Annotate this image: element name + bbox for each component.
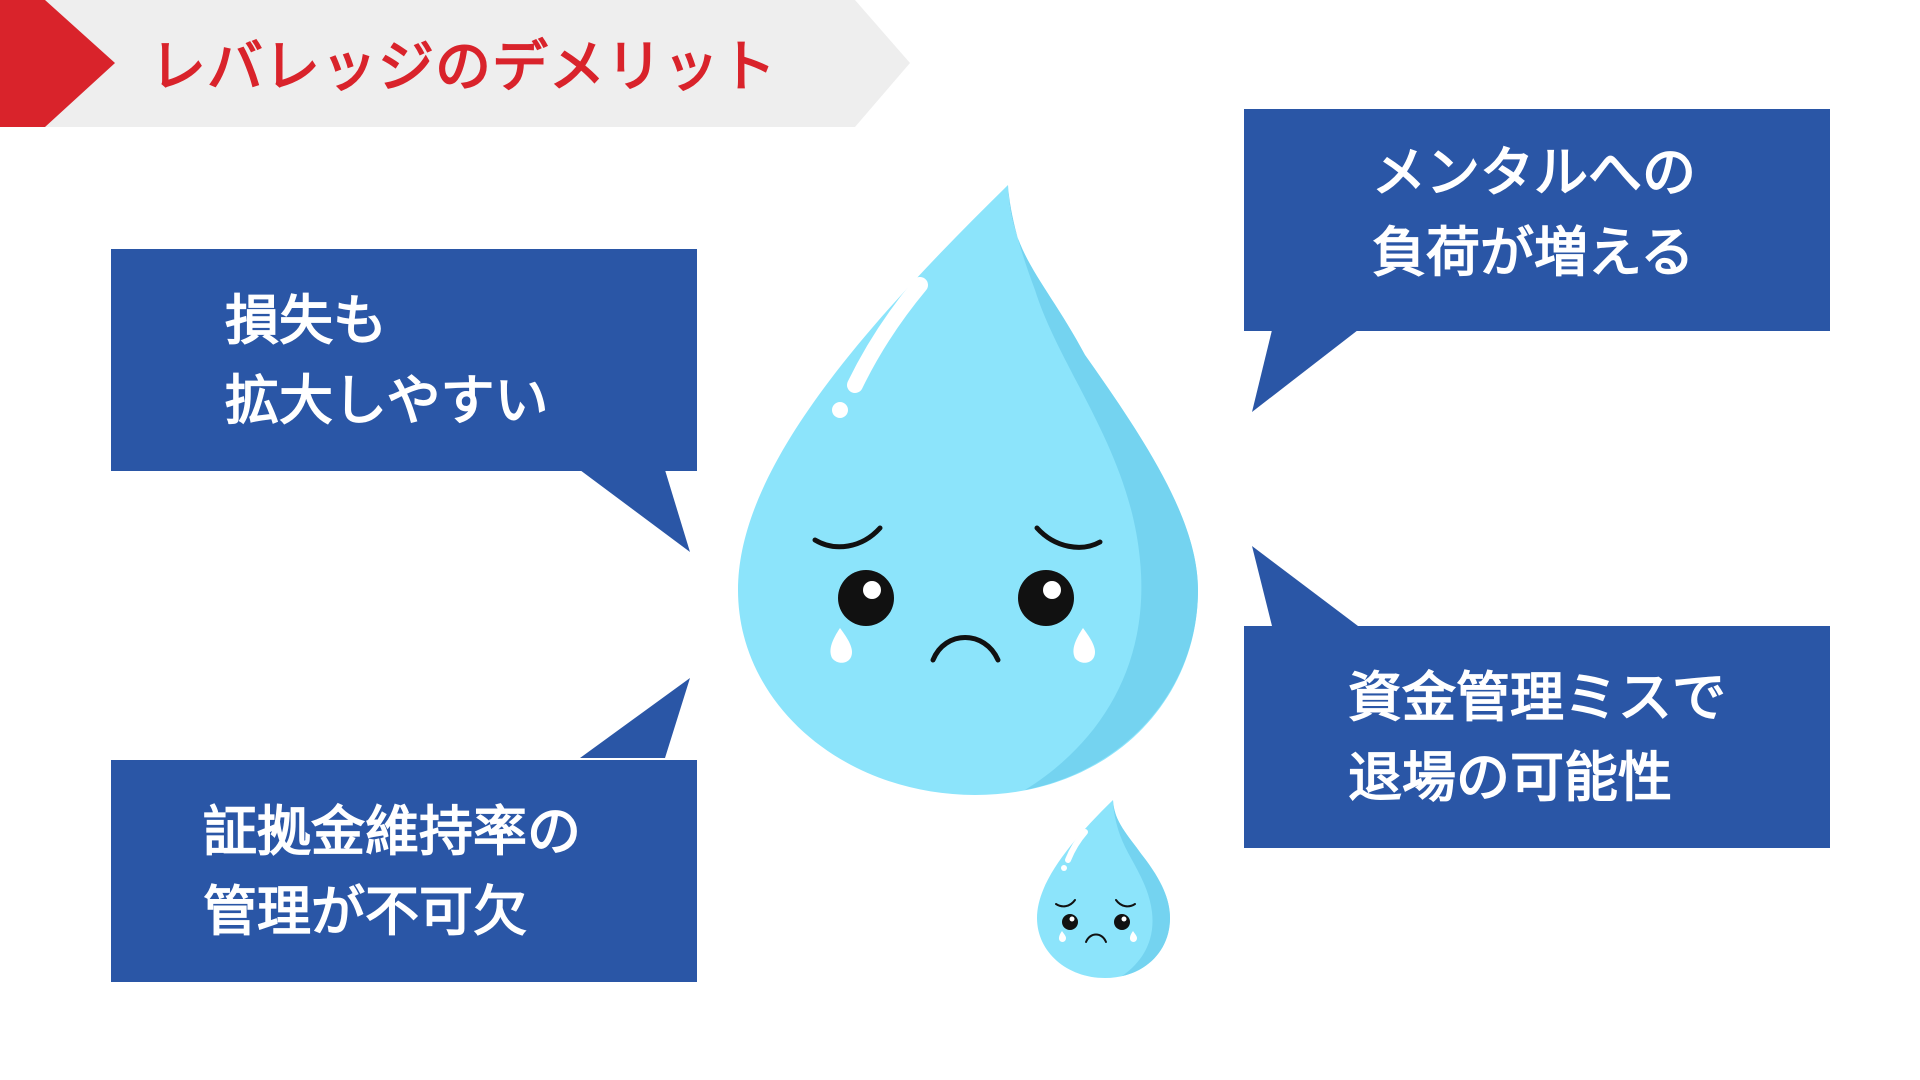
small-sad-water-drop-icon: [1037, 800, 1170, 978]
bubble-top-left: 損失も 拡大しやすい: [111, 249, 697, 471]
tail-top-left: [580, 470, 690, 552]
tail-top-right: [1252, 330, 1358, 412]
bubble-bottom-left-line2: 管理が不可欠: [203, 880, 527, 943]
bubble-bottom-left: 証拠金維持率の 管理が不可欠: [111, 760, 697, 982]
header-banner: レバレッジのデメリット: [0, 0, 920, 127]
bubble-top-right: メンタルへの 負荷が増える: [1244, 109, 1830, 331]
tail-bottom-right: [1252, 546, 1358, 626]
bubble-bottom-right-line1: 資金管理ミスで: [1348, 666, 1726, 729]
bubble-bottom-right: 資金管理ミスで 退場の可能性: [1244, 626, 1830, 848]
header-arrow-shape: [0, 0, 910, 127]
bubble-bottom-left-line1: 証拠金維持率の: [203, 800, 581, 863]
page-title: レバレッジのデメリット: [150, 35, 777, 100]
tail-bottom-left: [580, 678, 690, 758]
bubble-top-right-line2: 負荷が増える: [1372, 221, 1695, 284]
bubble-bottom-right-line2: 退場の可能性: [1348, 746, 1672, 809]
bubble-top-left-line1: 損失も: [225, 289, 387, 352]
bubble-top-left-line2: 拡大しやすい: [225, 369, 549, 432]
bubble-top-right-line1: メンタルへの: [1372, 141, 1696, 204]
sad-water-drop-icon: [738, 185, 1198, 795]
